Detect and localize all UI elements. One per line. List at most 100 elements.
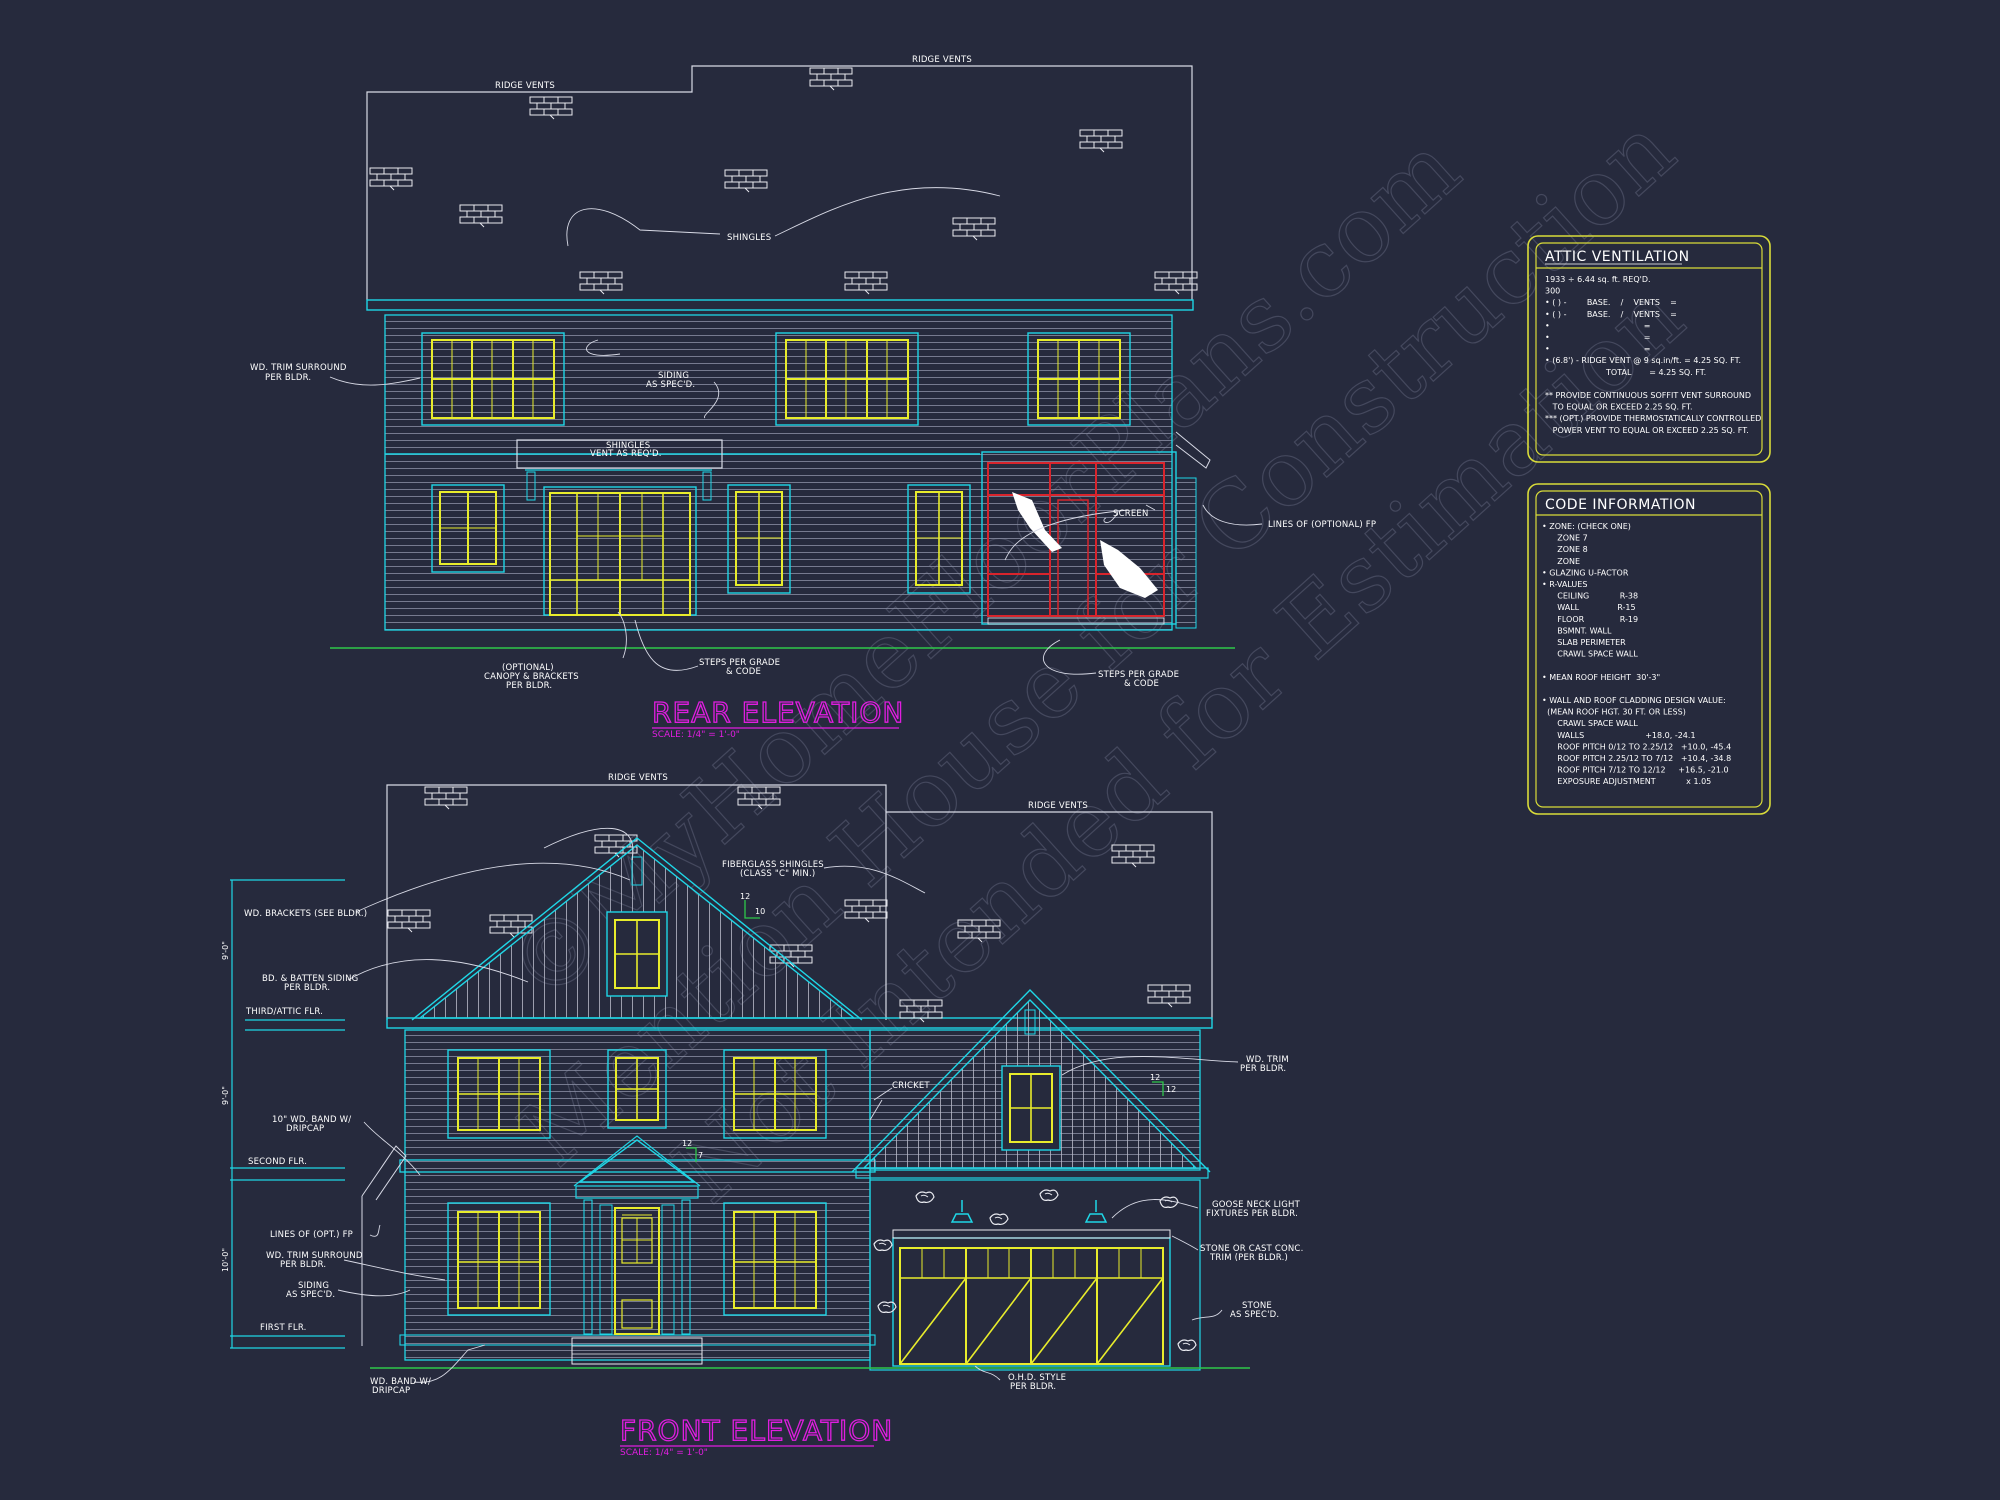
rear-window-lower-left bbox=[431, 484, 505, 573]
front-pitch-c-2: 12 bbox=[1166, 1085, 1176, 1094]
rear-note-steps-right-1: STEPS PER GRADE bbox=[1098, 670, 1179, 680]
rear-window-lower-center bbox=[727, 484, 791, 594]
front-level-dimensions bbox=[230, 879, 345, 1349]
front-pitch-b-2: 7 bbox=[698, 1151, 703, 1160]
attic-ventilation-line: • ( ) - BASE. / VENTS = bbox=[1545, 298, 1677, 307]
front-note-stone-1: STONE bbox=[1242, 1301, 1272, 1311]
front-elevation-scale: SCALE: 1/4" = 1'-0" bbox=[620, 1448, 708, 1458]
rear-leaders bbox=[329, 187, 1263, 675]
rear-elevation: RIDGE VENTS RIDGE VENTS SHINGLES WD. TRI… bbox=[250, 55, 1376, 740]
code-information-lines: • ZONE: (CHECK ONE) ZONE 7 ZONE 8 ZONE• … bbox=[1542, 522, 1731, 786]
front-note-ridge-right: RIDGE VENTS bbox=[1028, 801, 1088, 811]
code-information-line: CRAWL SPACE WALL bbox=[1542, 650, 1638, 659]
front-note-stone-2: AS SPEC'D. bbox=[1230, 1310, 1279, 1320]
front-note-cricket: CRICKET bbox=[892, 1081, 930, 1091]
rear-note-canopy-3: PER BLDR. bbox=[506, 681, 552, 691]
rear-note-trim-2: PER BLDR. bbox=[265, 373, 311, 383]
code-information-line: ZONE bbox=[1542, 557, 1580, 566]
rear-screen-porch bbox=[981, 431, 1211, 629]
front-note-wd-trim-1: WD. TRIM bbox=[1246, 1055, 1289, 1065]
front-note-ridge-left: RIDGE VENTS bbox=[608, 773, 668, 783]
code-information-line: • GLAZING U-FACTOR bbox=[1542, 568, 1629, 577]
code-information-line: CRAWL SPACE WALL bbox=[1542, 719, 1638, 728]
code-information-line: • R-VALUES bbox=[1542, 580, 1587, 589]
rear-canopy bbox=[516, 439, 723, 469]
rear-note-shingles-vent-1: SHINGLES bbox=[606, 441, 650, 451]
front-note-goose-2: FIXTURES PER BLDR. bbox=[1206, 1209, 1298, 1219]
attic-ventilation-box: ATTIC VENTILATION 1933 ÷ 6.44 sq. ft. RE… bbox=[1527, 235, 1771, 463]
front-note-siding-1: SIDING bbox=[298, 1281, 329, 1291]
rear-elevation-title: REAR ELEVATION bbox=[652, 696, 904, 729]
rear-window-lower-right bbox=[907, 484, 971, 594]
front-dim-mid: 9'-0" bbox=[221, 1086, 230, 1105]
code-information-line: WALL R-15 bbox=[1542, 603, 1636, 612]
front-roof-right-outline bbox=[886, 811, 1213, 1020]
rear-wall-siding bbox=[384, 314, 1173, 631]
rear-note-trim-1: WD. TRIM SURROUND bbox=[250, 363, 347, 373]
front-elevation-title: FRONT ELEVATION bbox=[620, 1414, 893, 1447]
attic-ventilation-line: 300 bbox=[1545, 287, 1560, 296]
code-information-box: CODE INFORMATION • ZONE: (CHECK ONE) ZON… bbox=[1527, 483, 1771, 815]
front-entry-portico bbox=[571, 1135, 703, 1365]
code-information-line: • WALL AND ROOF CLADDING DESIGN VALUE: bbox=[1542, 696, 1726, 705]
rear-roof-outline bbox=[366, 65, 1193, 300]
front-note-wd-trim-2: PER BLDR. bbox=[1240, 1064, 1286, 1074]
front-window-second-left bbox=[447, 1049, 551, 1139]
front-note-brackets: WD. BRACKETS (SEE BLDR.) bbox=[244, 909, 367, 919]
front-note-band-bottom-1: WD. BAND W/ bbox=[370, 1377, 431, 1387]
front-pitch-c-1: 12 bbox=[1150, 1073, 1160, 1082]
rear-note-shingles-vent-2: VENT AS REQ'D. bbox=[590, 449, 662, 459]
front-dim-top: 9'-0" bbox=[221, 941, 230, 960]
code-information-line: • MEAN ROOF HEIGHT 30'-3" bbox=[1542, 673, 1660, 682]
watermark-line-2: Mention House for Construction bbox=[500, 96, 1695, 1187]
front-note-first-flr: FIRST FLR. bbox=[260, 1323, 307, 1333]
front-note-third-flr: THIRD/ATTIC FLR. bbox=[245, 1007, 323, 1017]
rear-window-upper-center bbox=[775, 332, 919, 426]
rear-note-shingles: SHINGLES bbox=[727, 233, 771, 243]
front-roof-left-outline bbox=[386, 784, 887, 1020]
attic-ventilation-line: ** PROVIDE CONTINUOUS SOFFIT VENT SURROU… bbox=[1545, 391, 1751, 400]
front-window-second-right bbox=[723, 1049, 827, 1139]
code-information-line: (MEAN ROOF HGT. 30 FT. OR LESS) bbox=[1542, 708, 1686, 717]
front-note-trim-2: PER BLDR. bbox=[280, 1260, 326, 1270]
attic-ventilation-lines: 1933 ÷ 6.44 sq. ft. REQ'D. 300 • ( ) - BAS… bbox=[1545, 275, 1761, 435]
front-window-first-left bbox=[447, 1202, 551, 1316]
attic-ventilation-line: • ( ) - BASE. / VENTS = bbox=[1545, 310, 1677, 319]
front-note-fiberglass-2: (CLASS "C" MIN.) bbox=[740, 869, 815, 879]
rear-note-canopy-2: CANOPY & BRACKETS bbox=[484, 672, 579, 682]
front-note-stone-trim-1: STONE OR CAST CONC. bbox=[1200, 1244, 1303, 1254]
attic-ventilation-line: TOTAL = 4.25 SQ. FT. bbox=[1545, 368, 1706, 377]
attic-ventilation-line: • (6.8') - RIDGE VENT @ 9 sq.in/ft. = 4.… bbox=[1545, 356, 1741, 365]
front-garage-wing bbox=[851, 989, 1211, 1371]
front-note-goose-1: GOOSE NECK LIGHT bbox=[1212, 1200, 1301, 1210]
rear-note-lines-fp: LINES OF (OPTIONAL) FP bbox=[1268, 520, 1376, 530]
front-elevation: 9'-0" 9'-0" 10'-0" 12 10 12 7 12 12 bbox=[221, 773, 1303, 1458]
rear-note-steps-center-1: STEPS PER GRADE bbox=[699, 658, 780, 668]
front-note-stone-trim-2: TRIM (PER BLDR.) bbox=[1209, 1253, 1288, 1263]
front-note-siding-2: AS SPEC'D. bbox=[286, 1290, 335, 1300]
front-note-batten-1: BD. & BATTEN SIDING bbox=[262, 974, 358, 984]
rear-note-steps-center-2: & CODE bbox=[726, 667, 761, 677]
attic-ventilation-line: • = bbox=[1545, 321, 1651, 330]
front-note-lines-fp: LINES OF (OPT.) FP bbox=[270, 1230, 353, 1240]
code-information-line: EXPOSURE ADJUSTMENT x 1.05 bbox=[1542, 777, 1711, 786]
front-pitch-a-2: 10 bbox=[755, 907, 765, 916]
rear-note-screen: SCREEN bbox=[1113, 509, 1149, 519]
code-information-line: BSMNT. WALL bbox=[1542, 626, 1612, 635]
rear-note-ridge-vents-right: RIDGE VENTS bbox=[912, 55, 972, 65]
front-note-band-1: 10" WD. BAND W/ bbox=[272, 1115, 351, 1125]
rear-note-steps-right-2: & CODE bbox=[1124, 679, 1159, 689]
front-note-batten-2: PER BLDR. bbox=[284, 983, 330, 993]
code-information-line: CEILING R-38 bbox=[1542, 592, 1638, 601]
front-dim-bot: 10'-0" bbox=[221, 1248, 230, 1272]
code-information-line: WALLS +18.0, -24.1 bbox=[1542, 731, 1696, 740]
code-information-line: • ZONE: (CHECK ONE) bbox=[1542, 522, 1631, 531]
attic-ventilation-line: 1933 ÷ 6.44 sq. ft. REQ'D. bbox=[1545, 275, 1651, 284]
front-pitch-b-1: 12 bbox=[682, 1139, 692, 1148]
rear-elevation-scale: SCALE: 1/4" = 1'-0" bbox=[652, 730, 740, 740]
attic-ventilation-line: • = bbox=[1545, 345, 1651, 354]
rear-note-siding-1: SIDING bbox=[658, 371, 689, 381]
front-note-trim-1: WD. TRIM SURROUND bbox=[266, 1251, 363, 1261]
